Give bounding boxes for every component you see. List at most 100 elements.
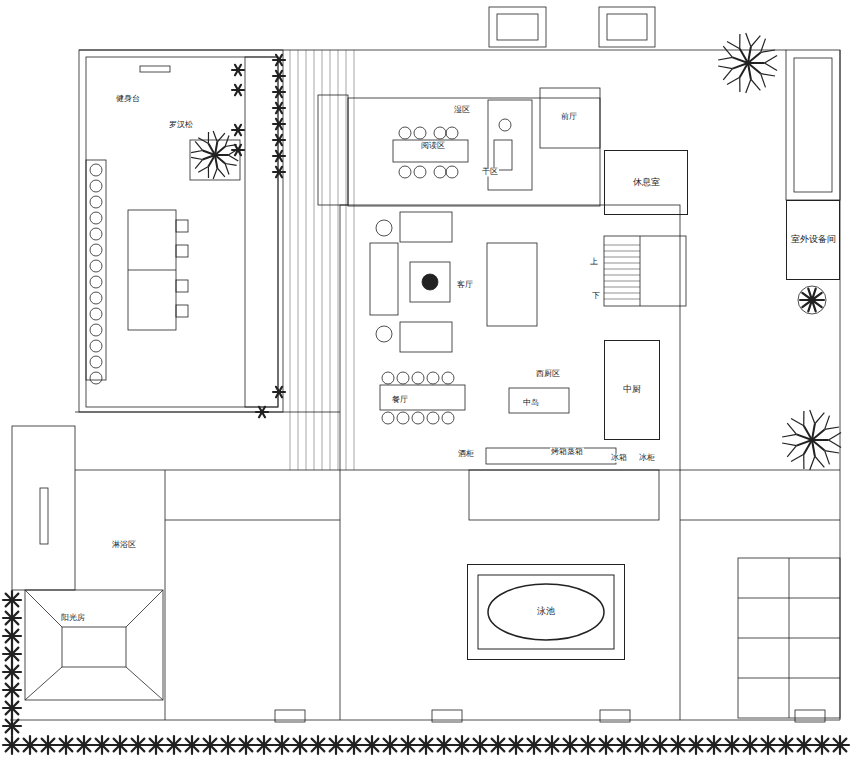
shrub-symbol	[273, 55, 285, 65]
lamp-post	[600, 710, 630, 722]
shrub-symbol	[633, 736, 651, 754]
plant-symbol	[90, 260, 102, 272]
wall-line	[165, 470, 166, 720]
pavilion-outline	[25, 590, 163, 700]
shrub-symbol	[345, 736, 363, 754]
chair-symbol	[399, 166, 411, 178]
shrub-symbol	[232, 125, 244, 135]
wall-line	[126, 667, 163, 700]
shrub-symbol	[417, 736, 435, 754]
room-label: 冰箱	[610, 454, 628, 463]
shrub-symbol	[3, 627, 21, 645]
room-label: 酒柜	[457, 450, 475, 459]
shrub-symbol	[165, 736, 183, 754]
stair-tread	[604, 275, 640, 276]
shrub-symbol	[75, 736, 93, 754]
room-label: 前厅	[560, 113, 578, 122]
room-label: 罗汉松	[168, 121, 194, 130]
room-label: 下	[591, 292, 601, 301]
room-box: 休息室	[604, 150, 688, 215]
deck-board	[306, 50, 307, 470]
wall-line	[340, 470, 341, 720]
lamp-post	[432, 710, 462, 722]
wall-outline	[497, 14, 538, 40]
wall-outline	[489, 7, 546, 47]
shrub-symbol	[273, 135, 285, 145]
plant-symbol	[90, 308, 102, 320]
garden-bed	[786, 50, 840, 200]
shrub-symbol	[800, 289, 824, 312]
shrub-symbol	[525, 736, 543, 754]
deck-board	[354, 50, 355, 470]
shrub-symbol	[273, 103, 285, 113]
chair-symbol	[397, 372, 409, 384]
house-outline	[340, 205, 680, 470]
wall-line	[738, 638, 840, 639]
stair-tread	[604, 257, 640, 258]
wall-line	[165, 520, 340, 521]
shrub-symbol	[237, 736, 255, 754]
plant-symbol	[90, 180, 102, 192]
shrub-symbol	[273, 151, 285, 161]
shrub-symbol	[489, 736, 507, 754]
shrub-symbol	[615, 736, 633, 754]
garden-outline	[86, 57, 278, 407]
wall-outline	[318, 95, 348, 205]
chair-symbol	[446, 166, 458, 178]
room-name: 室外设备间	[790, 235, 837, 245]
basin-symbol	[499, 119, 511, 131]
deck-board	[338, 50, 339, 470]
wall-line	[680, 470, 840, 471]
room-box: 室外设备间	[786, 200, 840, 280]
shrub-symbol	[453, 736, 471, 754]
stair-outline	[604, 236, 686, 306]
wall-line	[126, 590, 163, 627]
wall-outline	[599, 7, 655, 47]
shrub-symbol	[3, 681, 21, 699]
shrub-symbol	[309, 736, 327, 754]
shrub-symbol	[813, 736, 831, 754]
plant-symbol	[90, 324, 102, 336]
shrub-symbol	[273, 736, 291, 754]
shrub-symbol	[471, 736, 489, 754]
lamp-symbol	[376, 220, 392, 236]
room-name: 泳池	[536, 607, 556, 617]
plant-symbol	[90, 340, 102, 352]
shrub-symbol	[291, 736, 309, 754]
chair-symbol	[442, 412, 454, 424]
shrub-symbol	[111, 736, 129, 754]
chair-symbol	[414, 166, 426, 178]
shrub-symbol	[232, 85, 244, 95]
shrub-symbol	[363, 736, 381, 754]
deck-board	[330, 50, 331, 470]
shrub-symbol	[543, 736, 561, 754]
sofa-symbol	[370, 243, 398, 315]
chair-symbol	[176, 245, 188, 257]
room-name: 中厨	[622, 385, 642, 395]
deck-board	[298, 50, 299, 470]
toilet-symbol	[494, 140, 512, 170]
plant-symbol	[90, 372, 102, 384]
shrub-symbol	[219, 736, 237, 754]
pool-outline: 泳池	[467, 564, 625, 660]
plant-symbol	[90, 164, 102, 176]
stair-tread	[604, 281, 640, 282]
wall-line	[25, 590, 62, 627]
chair-symbol	[414, 127, 426, 139]
entry-outline	[540, 88, 600, 148]
shrub-symbol	[273, 119, 285, 129]
stair-symbol	[40, 488, 48, 544]
planter	[190, 140, 240, 180]
plant-symbol	[90, 196, 102, 208]
stair-tread	[604, 251, 640, 252]
shrub-symbol	[273, 71, 285, 81]
deck-board	[290, 50, 291, 470]
shrub-symbol	[3, 717, 21, 735]
shrub-symbol	[687, 736, 705, 754]
room-label: 上	[589, 258, 599, 267]
plant-symbol	[90, 292, 102, 304]
wall-outline	[607, 14, 647, 40]
wall-line	[680, 470, 681, 720]
room-label: 客厅	[456, 281, 474, 290]
